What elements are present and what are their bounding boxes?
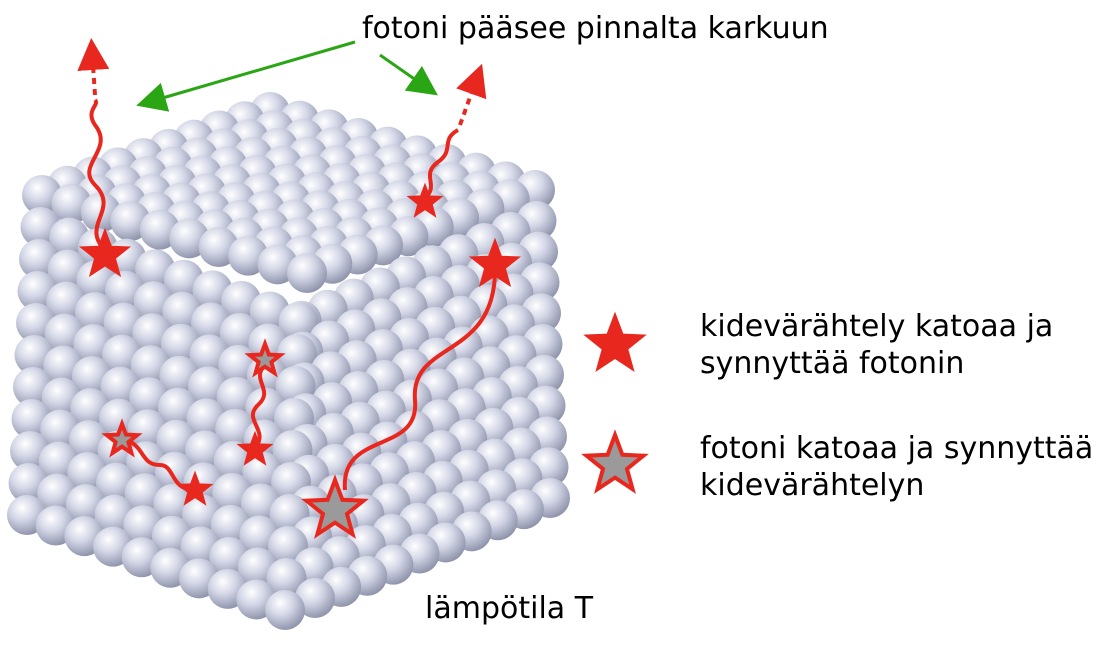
filled-star-icon <box>236 430 274 466</box>
photon-wave-3 <box>342 269 497 491</box>
outline-star-icon <box>301 474 369 539</box>
photon-escape-arrow-2 <box>456 63 487 126</box>
photon-wave-1 <box>87 98 107 252</box>
photon-wave-2 <box>423 128 460 200</box>
legend-item-2-line1: fotoni katoaa ja synnyttää <box>700 431 1094 466</box>
legend-outline-star-icon <box>581 429 649 494</box>
green-arrow-right <box>379 53 438 96</box>
legend-item-1-line2: synnyttää fotonin <box>700 346 965 381</box>
green-arrow-left <box>136 40 356 112</box>
crystal-lattice <box>7 92 570 630</box>
legend-filled-star-icon <box>583 311 647 373</box>
photon-escape-arrow-1 <box>77 38 110 96</box>
atom-sphere <box>265 590 305 630</box>
atom-sphere <box>278 302 319 342</box>
atom-sphere <box>287 253 327 293</box>
filled-star-icon <box>176 470 214 506</box>
atom-sphere <box>266 558 307 598</box>
atom-sphere <box>295 578 335 618</box>
photon-wave-4 <box>250 363 267 450</box>
title-label: fotoni pääsee pinnalta karkuun <box>362 11 829 46</box>
filled-star-icon <box>406 182 444 218</box>
outline-star-icon <box>244 338 286 378</box>
temperature-label: lämpötila T <box>425 591 594 626</box>
legend-item-1-line1: kidevärähtely katoaa ja <box>700 309 1054 344</box>
outline-star-icon <box>101 418 143 458</box>
filled-star-icon <box>78 227 132 278</box>
filled-star-icon <box>468 237 522 288</box>
legend-item-2-line2: kidevärähtelyn <box>700 468 925 503</box>
